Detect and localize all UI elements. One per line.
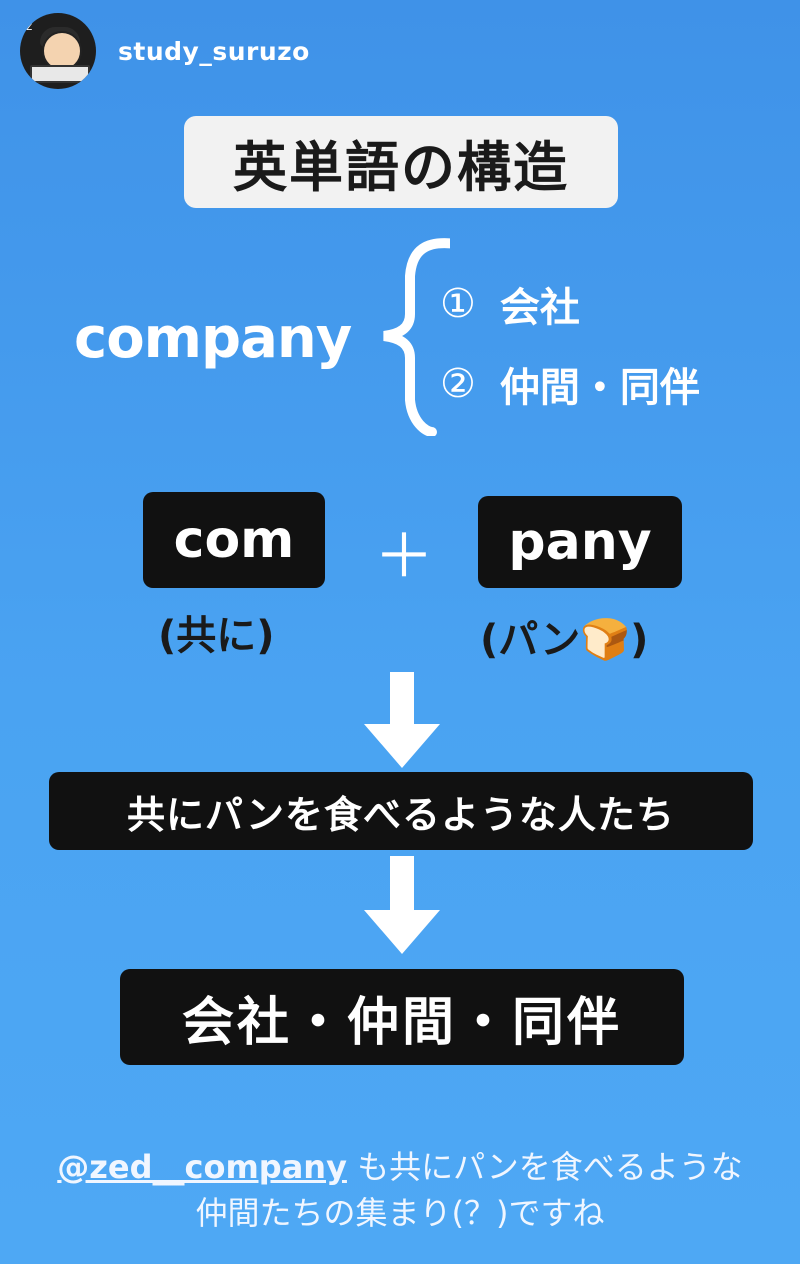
sleep-z-icon: z [26, 19, 33, 33]
gloss-com: (共に) [158, 613, 275, 659]
caption-line-2: 仲間たちの集まり(？)ですね [195, 1194, 605, 1232]
english-word: company [74, 306, 352, 371]
username[interactable]: study_suruzo [118, 36, 310, 66]
avatar[interactable]: z [20, 13, 96, 89]
down-arrow-icon [364, 856, 440, 954]
caption: @zed__company も共にパンを食べるような 仲間たちの集まり(？)です… [0, 1144, 800, 1236]
down-arrow-icon [364, 672, 440, 768]
caption-line-1: @zed__company も共にパンを食べるような [0, 1144, 800, 1190]
title-card: 英単語の構造 [184, 116, 618, 208]
meaning-text: 仲間・同伴 [499, 365, 700, 411]
circled-number-2: ② [440, 361, 476, 407]
meaning-item-2: ② 仲間・同伴 [440, 355, 700, 413]
book-icon [30, 65, 90, 83]
meaning-text: 会社 [499, 285, 580, 331]
caption-text-1: も共にパンを食べるような [357, 1148, 743, 1186]
story-header: z study_suruzo [20, 12, 310, 90]
gloss-pany: (パン🍞) [480, 617, 649, 663]
meaning-phrase: 共にパンを食べるような人たち [49, 772, 753, 850]
page-title: 英単語の構造 [233, 135, 569, 199]
plus-sign: ＋ [374, 522, 434, 592]
curly-brace-icon [383, 238, 450, 436]
word-part-pany: pany [478, 496, 682, 588]
meaning-item-1: ① 会社 [440, 275, 580, 333]
mention-link[interactable]: @zed__company [57, 1148, 347, 1186]
word-part-com: com [143, 492, 325, 588]
result-meanings: 会社・仲間・同伴 [120, 969, 684, 1065]
circled-number-1: ① [440, 281, 476, 327]
